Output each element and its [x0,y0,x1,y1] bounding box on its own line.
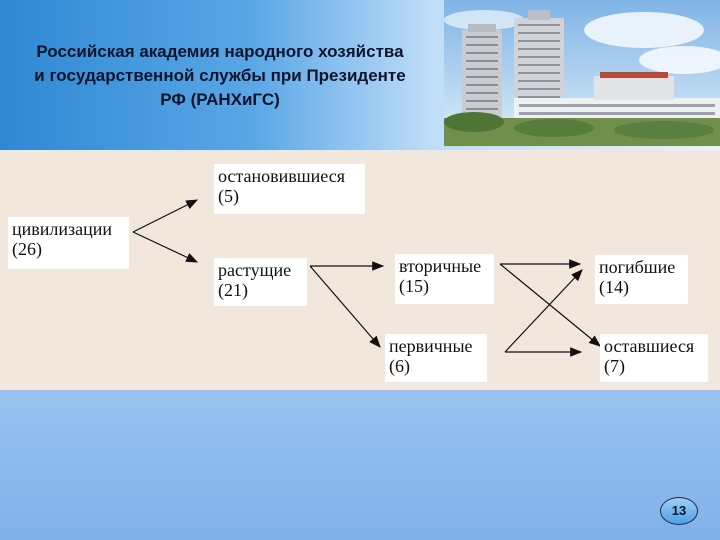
building-photo [444,0,720,146]
node-count: (26) [12,239,42,259]
node-stopped: остановившиеся (5) [214,164,365,214]
node-civilizations: цивилизации (26) [8,217,129,269]
node-count: (15) [399,276,429,296]
node-count: (6) [389,356,410,376]
node-count: (14) [599,277,629,297]
node-label: растущие [218,260,292,280]
node-label: погибшие [599,257,676,277]
arrow-primary-perished [504,269,583,353]
node-remained: оставшиеся (7) [600,334,708,382]
arrow-civilizations-growing [132,231,199,263]
node-primary: первичные (6) [385,334,487,382]
arrow-civilizations-stopped [132,199,199,233]
page-number-badge: 13 [660,497,698,525]
node-label: остановившиеся [218,166,345,186]
node-perished: погибшие (14) [595,255,688,304]
node-label: вторичные [399,256,482,276]
slide-header: Российская академия народного хозяйства … [0,0,720,150]
node-label: оставшиеся [604,336,695,356]
page-title: Российская академия народного хозяйства … [34,42,406,109]
node-label: первичные [389,336,473,356]
node-count: (5) [218,186,239,206]
arrow-growing-primary [309,265,381,348]
arrow-secondary-remained [499,263,601,347]
node-growing: растущие (21) [214,258,307,306]
node-secondary: вторичные (15) [395,254,494,304]
node-label: цивилизации [12,219,113,239]
node-count: (21) [218,280,248,300]
node-count: (7) [604,356,625,376]
